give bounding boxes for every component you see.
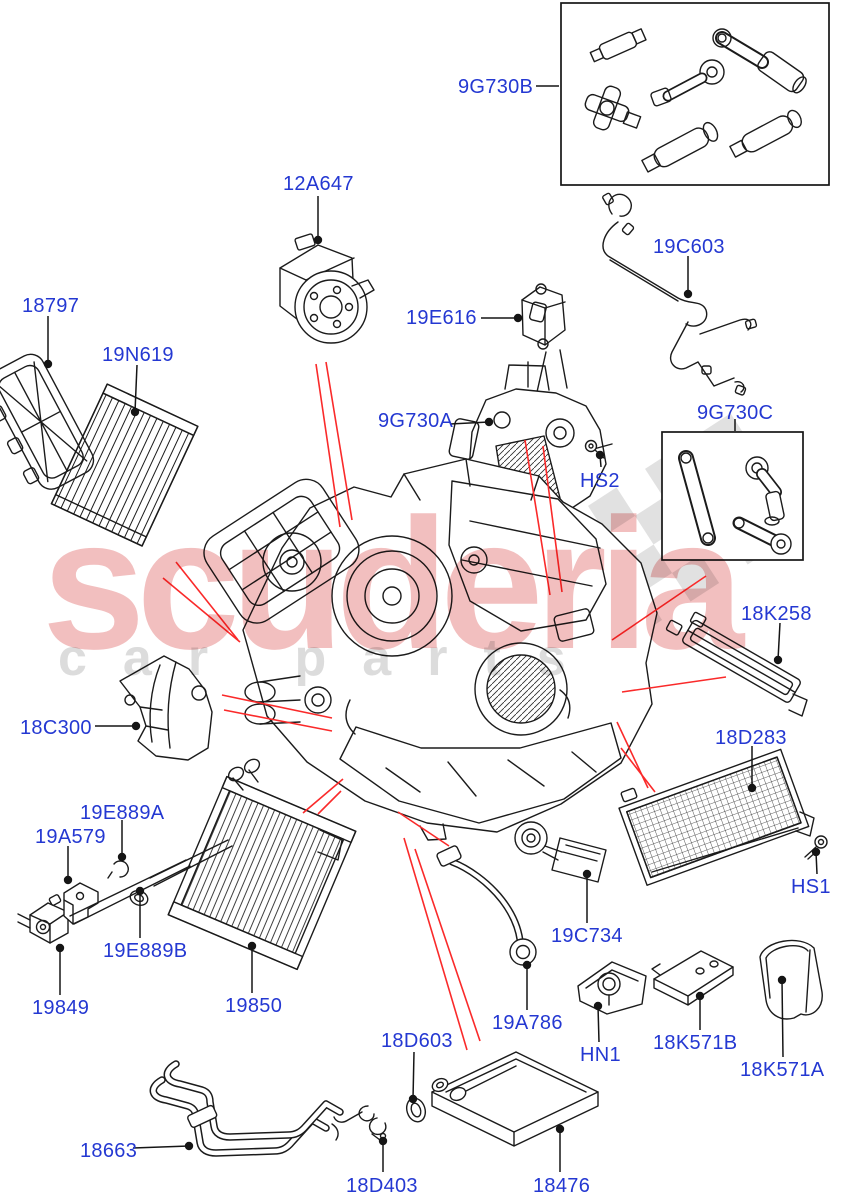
part-sketch-18K258 [665,611,808,717]
leader-dot [522,960,532,970]
leader-dot [595,450,605,460]
part-sketch-19850 [167,758,357,971]
callout-line [414,848,481,1042]
leader-dot [484,417,494,427]
checker-square [672,554,720,602]
leader-dot [117,852,127,862]
leader-line [781,979,784,1058]
group-box-9G730B [560,2,830,186]
leader-line [134,364,138,413]
part-sketch-19849-valve [17,894,69,944]
leader-dot [747,783,757,793]
part-sketch-18663 [149,1060,344,1157]
callout-line [621,676,727,693]
leader-dot [408,1094,418,1104]
leader-dot [43,359,53,369]
callout-line [524,439,551,596]
part-sketch-12A647 [279,233,375,344]
part-sketch-9G730B-kit [584,28,807,173]
leader-dot [777,975,787,985]
leader-dot [683,289,693,299]
leader-line [412,1051,415,1100]
leader-line [449,421,490,425]
leader-dot [184,1141,194,1151]
leader-dot [247,941,257,951]
leader-dot [773,655,783,665]
callout-line [403,837,468,1051]
leader-dot [131,721,141,731]
leader-dot [593,1001,603,1011]
callout-line [221,694,333,719]
leader-line [597,1005,600,1043]
leader-dot [695,991,705,1001]
leader-dot [313,235,323,245]
part-sketch-18D283 [618,748,815,886]
leader-dot [135,886,145,896]
leader-dot [555,1124,565,1134]
part-sketch-main-housing [203,458,658,841]
leader-lines-layer [43,85,821,1172]
leader-dot [55,943,65,953]
callout-line [223,709,333,732]
callout-line [175,561,239,641]
part-sketch-19E616 [521,283,568,393]
part-sketch-19A579-bracket [63,839,233,925]
part-sketch-19E889A-clip [107,860,129,879]
leader-line [132,1145,190,1149]
part-sketch-19C603 [602,192,758,396]
leader-dot [582,869,592,879]
part-sketch-19C734 [514,821,607,883]
part-sketch-18K571A [759,939,823,1020]
callout-line [302,778,344,814]
part-sketch-19N619 [50,383,199,547]
callout-line [162,577,241,643]
callout-line [611,575,707,641]
leader-dot [513,313,523,323]
part-sketch-HN1 [577,961,647,1015]
callout-lines-layer [162,361,727,1051]
callout-line [397,811,450,847]
part-sketch-18C300 [119,655,213,761]
leader-dot [130,407,140,417]
callout-line [325,361,353,521]
leader-dot [811,847,821,857]
leader-line [777,622,781,661]
callout-line [620,747,656,793]
callout-line [542,445,563,593]
part-sketch-19A786 [436,845,537,966]
part-sketch-18476 [431,1051,599,1147]
leader-dot [378,1136,388,1146]
callout-line [315,363,341,528]
part-sketch-18K571B [651,950,734,1006]
part-sketch-9G730C-levers [678,450,792,555]
leader-dot [63,875,73,885]
callout-line [317,790,342,815]
